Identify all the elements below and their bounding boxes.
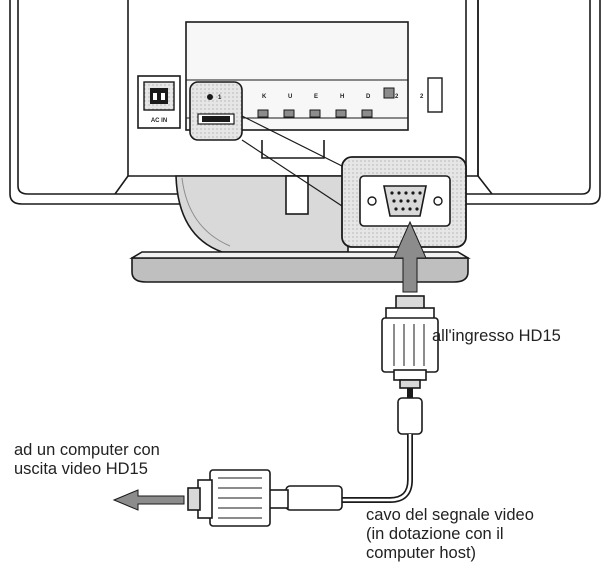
power-socket-label: AC IN (151, 118, 167, 124)
button-label-h: H (340, 94, 344, 100)
computer-output-line-2: uscita video HD15 (14, 460, 148, 478)
insert-arrow (393, 220, 427, 293)
monitor-rear (9, 0, 601, 205)
zoom-leader-lines (241, 115, 343, 207)
hd15-plug-monitor-end (381, 295, 439, 389)
video-cable-callout: cavo del segnale video (in dotazione con… (366, 506, 534, 563)
video-cable-line-1: cavo del segnale video (366, 506, 534, 524)
power-socket: AC IN (137, 75, 181, 129)
to-computer-arrow (112, 489, 185, 511)
button-label-e: E (314, 94, 318, 100)
input-port-1: 1 (189, 81, 243, 141)
hd15-plug-computer-end (187, 469, 343, 527)
button-label-u: U (288, 94, 292, 100)
button-label-k: K (262, 94, 267, 100)
button-label-d: D (366, 94, 371, 100)
port-mark-b: 2 (420, 94, 424, 100)
video-cable-line-2: (in dotazione con il (366, 525, 504, 543)
video-cable (340, 388, 423, 503)
control-buttons: K U E H D 2 2 (257, 77, 443, 118)
port-mark-a: 2 (395, 94, 399, 100)
computer-output-line-1: ad un computer con (14, 441, 160, 459)
monitor-stand (129, 140, 471, 283)
hd15-input-label: all'ingresso HD15 (432, 327, 561, 345)
port-1-label: 1 (218, 95, 222, 101)
hd15-port-zoom (341, 156, 467, 248)
computer-output-callout: ad un computer con uscita video HD15 (14, 441, 160, 479)
video-cable-line-3: computer host) (366, 544, 477, 562)
hd15-input-callout: all'ingresso HD15 (432, 327, 561, 346)
